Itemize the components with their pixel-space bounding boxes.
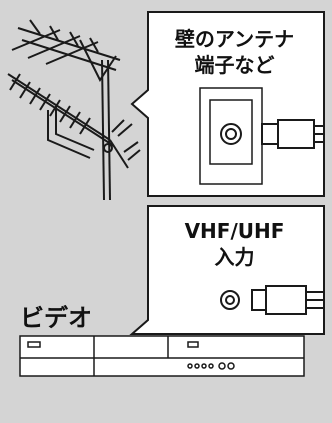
- wall-terminal-callout: [130, 11, 325, 197]
- wall-antenna-terminal-label: 壁のアンテナ 端子など: [152, 26, 317, 78]
- vhf-uhf-input-label-line1: VHF/UHF: [184, 219, 285, 243]
- vcr-icon: [19, 335, 305, 377]
- control-buttons: [187, 362, 235, 370]
- display-window: [187, 341, 199, 348]
- coaxial-socket-icon: [220, 290, 240, 310]
- wall-antenna-terminal-label-line2: 端子など: [194, 53, 275, 77]
- vcr-body: [19, 335, 305, 377]
- wall-plate-inner: [209, 99, 253, 165]
- cassette-slot: [27, 341, 41, 348]
- coaxial-plug-icon: [251, 285, 324, 315]
- wall-antenna-terminal-label-line1: 壁のアンテナ: [174, 27, 295, 51]
- antenna-icon: [7, 19, 141, 201]
- coaxial-socket-icon: [220, 123, 242, 145]
- vhf-uhf-input-label: VHF/UHF 入力: [152, 218, 317, 270]
- vcr-label: ビデオ: [20, 304, 92, 332]
- coaxial-plug-icon: [261, 119, 324, 149]
- vcr-input-callout: [129, 205, 325, 335]
- vhf-uhf-input-label-line2: 入力: [214, 245, 255, 269]
